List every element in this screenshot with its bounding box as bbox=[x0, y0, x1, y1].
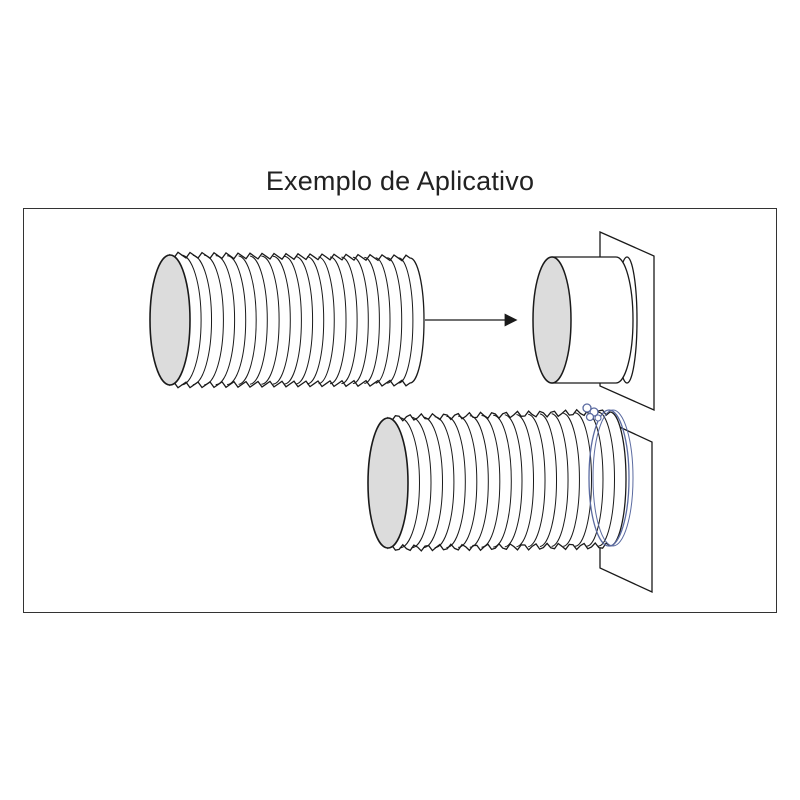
collar-body bbox=[551, 256, 634, 384]
duct-corrugation-ring bbox=[375, 257, 391, 384]
duct-corrugation-ring bbox=[238, 255, 257, 385]
duct-corrugation-ring bbox=[434, 416, 455, 549]
diagram-title: Exemplo de Aplicativo bbox=[265, 166, 535, 196]
duct-corrugation-ring bbox=[586, 412, 604, 547]
duct-corrugation-ring bbox=[192, 254, 213, 386]
duct-corrugation-ring bbox=[261, 255, 280, 385]
duct-corrugation-ring bbox=[516, 414, 535, 548]
duct-corrugation-ring bbox=[295, 256, 314, 385]
duct-corrugation-ring bbox=[284, 255, 302, 385]
duct-corrugation-ring bbox=[504, 414, 523, 548]
duct-corrugation-ring bbox=[387, 257, 403, 384]
collar-opening bbox=[532, 256, 572, 384]
duct-corrugation-ring bbox=[227, 255, 247, 385]
duct-corrugation-ring bbox=[341, 256, 358, 385]
duct-corrugation-ring bbox=[469, 415, 489, 548]
duct-corrugation-ring bbox=[423, 416, 443, 549]
duct-corrugation-ring bbox=[598, 411, 615, 547]
duct-corrugation-ring bbox=[364, 256, 380, 384]
duct-corrugation-ring bbox=[539, 413, 558, 548]
diagram-frame bbox=[23, 208, 777, 613]
duct-corrugation-ring bbox=[398, 257, 414, 384]
duct-corrugation-ring bbox=[204, 254, 224, 386]
duct-corrugation-ring bbox=[411, 416, 432, 549]
duct-corrugation-ring bbox=[528, 413, 546, 548]
duct-corrugation-ring bbox=[318, 256, 335, 385]
duct-corrugation-ring bbox=[329, 256, 347, 385]
duct-corrugation-ring bbox=[574, 412, 592, 547]
duct-corrugation-ring bbox=[399, 417, 420, 549]
flexible-duct-detached bbox=[149, 251, 425, 389]
wall-flange-collar bbox=[532, 230, 655, 412]
duct-corrugation-ring bbox=[458, 415, 478, 548]
duct-open-end bbox=[367, 417, 409, 549]
duct-body bbox=[169, 251, 425, 389]
duct-corrugation-ring bbox=[249, 255, 268, 385]
duct-corrugation-ring bbox=[352, 256, 369, 384]
flexible-duct-attached bbox=[367, 408, 627, 552]
duct-corrugation-ring bbox=[481, 415, 501, 548]
duct-corrugation-ring bbox=[563, 412, 580, 547]
duct-corrugation-ring bbox=[215, 255, 236, 386]
duct-corrugation-ring bbox=[307, 256, 325, 385]
duct-corrugation-ring bbox=[181, 254, 202, 386]
duct-corrugation-ring bbox=[446, 415, 466, 548]
duct-open-end bbox=[149, 254, 191, 386]
duct-corrugation-ring bbox=[493, 414, 512, 548]
hose-clamp bbox=[582, 403, 634, 547]
duct-corrugation-ring bbox=[272, 255, 291, 385]
flexible-duct-attached-with-clamp bbox=[367, 403, 653, 594]
duct-body bbox=[387, 408, 627, 552]
duct-corrugation-ring bbox=[551, 413, 569, 547]
